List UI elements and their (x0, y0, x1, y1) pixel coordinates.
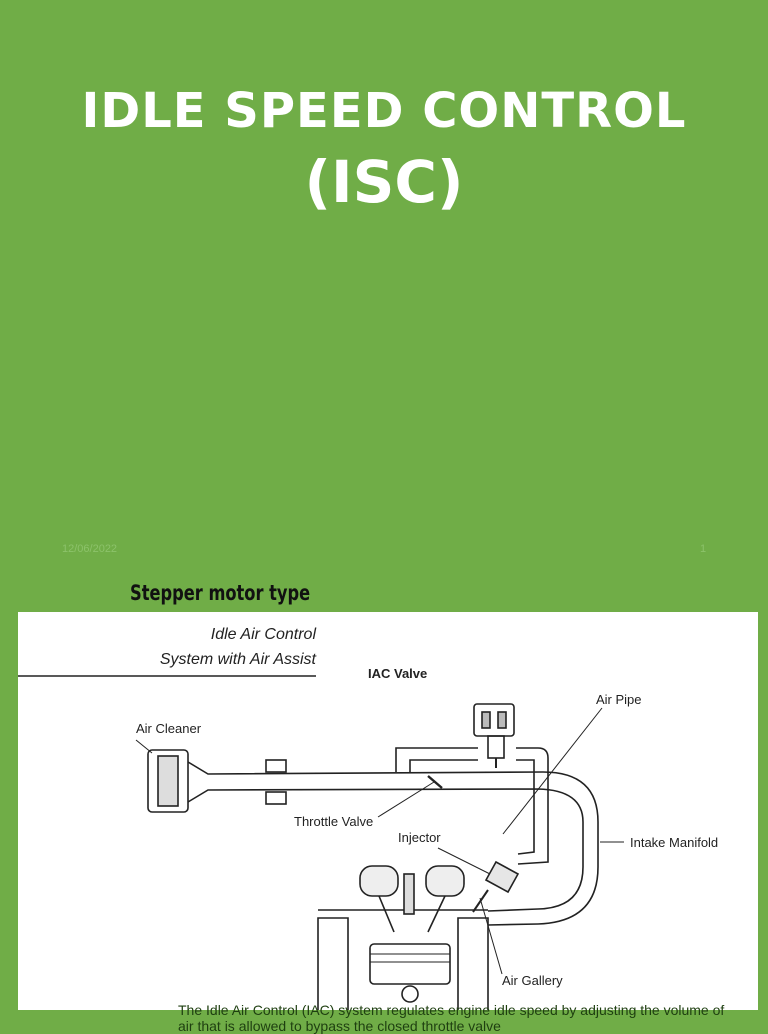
exhaust-valve-spring (425, 865, 465, 897)
piston-pin (401, 985, 419, 1003)
body-text: The Idle Air Control (IAC) system regula… (178, 1002, 725, 1034)
bypass-passage-out (516, 747, 549, 865)
throttle-body-flange-bottom (265, 791, 287, 805)
label-air-pipe: Air Pipe (596, 692, 642, 707)
iac-valve-body (473, 703, 515, 737)
spark-plug (403, 873, 415, 915)
diagram-heading-line-1: Idle Air Control (211, 626, 317, 643)
intake-duct-lower (187, 788, 584, 912)
cylinder-wall-right (457, 917, 489, 1010)
air-cleaner-housing (147, 749, 189, 813)
footer-page-number: 1 (700, 543, 707, 555)
isc-diagram: Idle Air Control System with Air Assist … (18, 612, 758, 1010)
label-injector: Injector (398, 830, 441, 845)
slide-title: IDLE SPEED CONTROL (ISC) (0, 82, 768, 218)
title-line-2: (ISC) (304, 148, 464, 216)
label-intake-manifold: Intake Manifold (630, 835, 718, 850)
footer-date: 12/06/2022 (62, 543, 118, 555)
section-heading: Stepper motor type (130, 581, 311, 605)
throttle-body-flange-top (265, 759, 287, 773)
label-iac-valve: IAC Valve (368, 666, 427, 681)
piston (369, 943, 451, 985)
isc-diagram-drawing: Idle Air Control System with Air Assist … (18, 626, 718, 1010)
air-cleaner-filter (157, 755, 179, 807)
intake-valve-spring (359, 865, 399, 897)
bypass-passage-in (395, 747, 478, 772)
label-throttle-valve: Throttle Valve (294, 814, 373, 829)
label-air-gallery: Air Gallery (502, 973, 563, 988)
cylinder-wall-left (317, 917, 349, 1010)
diagram-heading-line-2: System with Air Assist (160, 651, 317, 668)
intake-duct-upper (187, 761, 599, 926)
injector-body (484, 860, 520, 894)
throttle-plate (427, 775, 443, 789)
title-line-1: IDLE SPEED CONTROL (81, 83, 687, 139)
diagram-linework (135, 703, 624, 1010)
label-air-cleaner: Air Cleaner (136, 721, 202, 736)
